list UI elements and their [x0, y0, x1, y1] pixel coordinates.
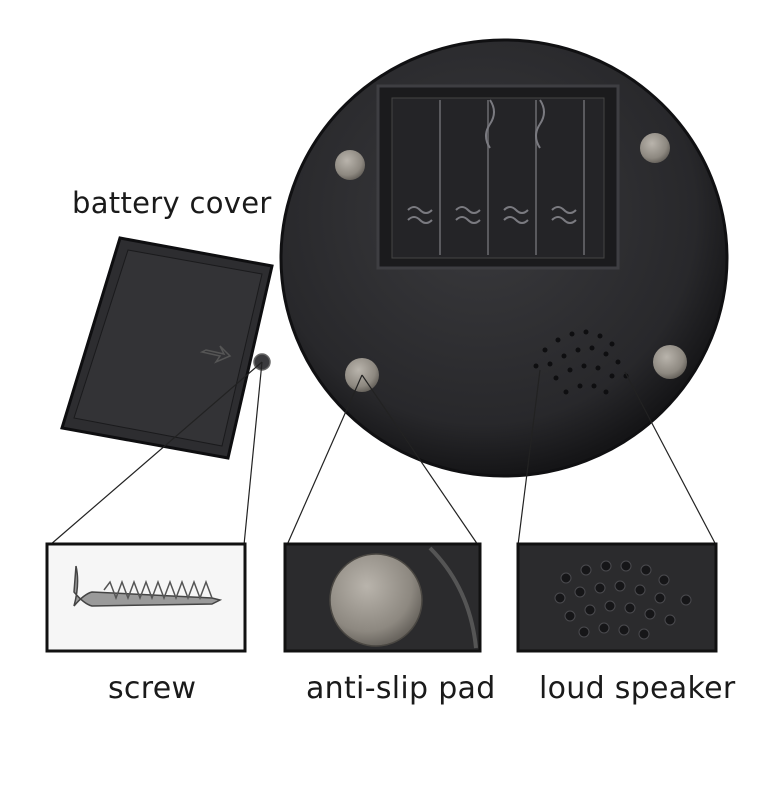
pad-inset: [283, 542, 482, 653]
loud-speaker-label: loud speaker: [539, 671, 736, 706]
battery-cover-label: battery cover: [72, 186, 272, 220]
battery-compartment: [376, 84, 620, 270]
pad-bottom-right: [653, 345, 687, 379]
battery-cover: [60, 236, 274, 460]
pad-top-right: [640, 133, 670, 163]
screw-label: screw: [108, 671, 197, 706]
leader-lines: [49, 361, 717, 546]
anti-slip-pad-label: anti-slip pad: [306, 671, 496, 706]
pad-top-left: [335, 150, 365, 180]
screw-inset: [45, 542, 247, 653]
speaker-inset: [516, 542, 718, 653]
speaker-grille: [533, 329, 629, 395]
